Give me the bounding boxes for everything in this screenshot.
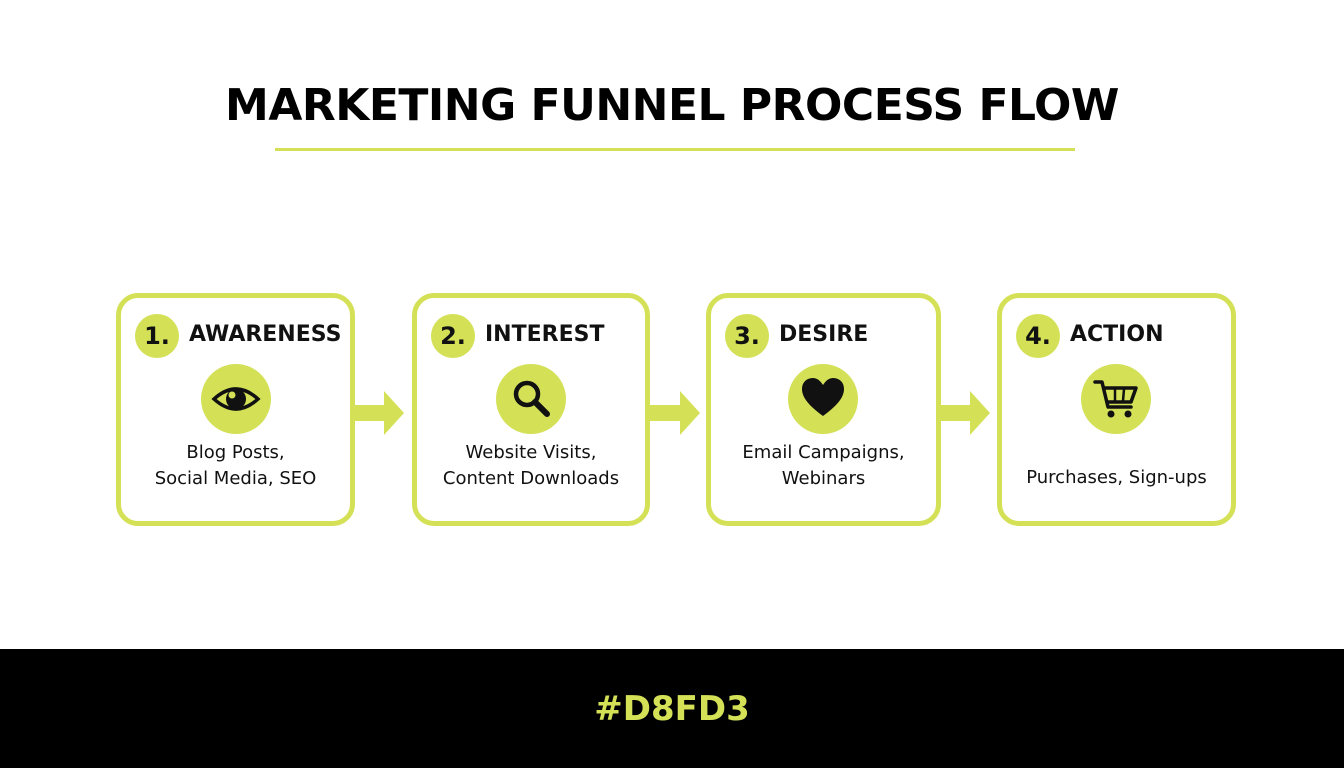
step-description: Blog Posts, Social Media, SEO	[121, 440, 350, 492]
page-title: MARKETING FUNNEL PROCESS FLOW	[225, 80, 1119, 131]
step-number: 3.	[725, 314, 769, 358]
step-card-action: 4. ACTION Purchases, Sign-ups	[997, 293, 1236, 526]
step-card-desire: 3. DESIRE Email Campaigns, Webinars	[706, 293, 941, 526]
step-description-line: Content Downloads	[442, 468, 620, 489]
step-card-interest: 2. INTEREST Website Visits, Content Down…	[412, 293, 650, 526]
step-number: 1.	[135, 314, 179, 358]
step-description: Purchases, Sign-ups	[1002, 465, 1231, 491]
footer-bar: #D8FD3	[0, 649, 1344, 768]
step-description-line: Website Visits,	[465, 442, 597, 463]
step-card-awareness: 1. AWARENESS Blog Posts, Social Media, S…	[116, 293, 355, 526]
step-title: DESIRE	[779, 322, 869, 347]
eye-icon	[201, 364, 271, 434]
arrow-right-icon	[648, 391, 700, 435]
step-description-line: Purchases, Sign-ups	[1026, 467, 1207, 488]
step-description-line: Email Campaigns,	[742, 442, 905, 463]
step-description-line: Blog Posts,	[186, 442, 285, 463]
step-title: INTEREST	[485, 322, 605, 347]
footer-color-code: #D8FD3	[594, 688, 750, 729]
heart-icon	[788, 364, 858, 434]
step-description-line: Social Media, SEO	[154, 468, 317, 489]
step-description: Email Campaigns, Webinars	[711, 440, 936, 492]
arrow-right-icon	[352, 391, 404, 435]
magnifier-icon	[496, 364, 566, 434]
arrow-right-icon	[938, 391, 990, 435]
step-number: 4.	[1016, 314, 1060, 358]
step-title: ACTION	[1070, 322, 1164, 347]
cart-icon	[1081, 364, 1151, 434]
title-underline	[275, 148, 1075, 151]
step-title: AWARENESS	[189, 322, 342, 347]
step-description-line: Webinars	[781, 468, 866, 489]
step-description: Website Visits, Content Downloads	[417, 440, 645, 492]
step-number: 2.	[431, 314, 475, 358]
